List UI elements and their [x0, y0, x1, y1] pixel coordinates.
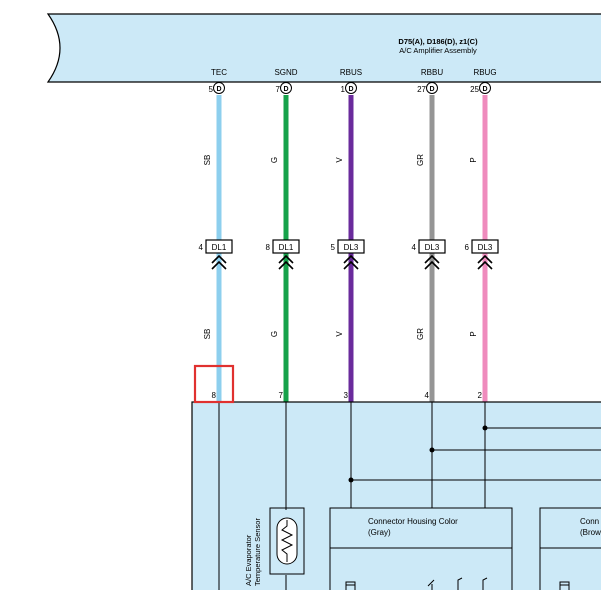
connector-housing-brown: [539, 507, 601, 590]
amplifier-assembly-body: [46, 13, 601, 83]
bottom-pin-rbbu: 4: [425, 391, 430, 400]
color-code-lower-rbbu: GR: [416, 328, 425, 340]
bottom-pin-rbus: 3: [344, 391, 349, 400]
junction-pin-sgnd: 8: [266, 243, 271, 252]
junction-name-sgnd: DL1: [279, 243, 294, 252]
chevron-icon-sgnd: [278, 254, 294, 270]
color-code-lower-rbug: P: [469, 331, 478, 336]
pin-number-sgnd: 7: [276, 85, 281, 94]
color-code-upper-sgnd: G: [270, 157, 279, 163]
junction-name-rbbu: DL3: [425, 243, 440, 252]
thermistor-icon: [269, 507, 305, 575]
junction-pin-rbus: 5: [331, 243, 336, 252]
housing-gray-label: Connector Housing Color: [368, 517, 458, 526]
connector-letter-tec: D: [216, 86, 221, 93]
junction-pin-rbbu: 4: [412, 243, 417, 252]
junction-box-rbbu: [418, 239, 446, 254]
color-code-lower-rbus: V: [335, 331, 344, 337]
junction-name-rbug: DL3: [478, 243, 493, 252]
color-code-upper-rbus: V: [335, 157, 344, 163]
bottom-pin-rbug: 2: [478, 391, 483, 400]
chevron-icon-rbus: [343, 254, 359, 270]
connector-letter-rbug: D: [482, 86, 487, 93]
junction-name-tec: DL1: [212, 243, 227, 252]
terminal-label-sgnd: SGND: [274, 68, 297, 77]
terminal-label-tec: TEC: [211, 68, 227, 77]
connector-housing-gray: [329, 507, 513, 590]
connector-circle-sgnd: [280, 82, 292, 94]
connector-circle-rbus: [345, 82, 357, 94]
junction-box-rbug: [471, 239, 499, 254]
pin-number-rbug: 25: [470, 85, 479, 94]
connector-circle-rbbu: [426, 82, 438, 94]
junction-pin-tec: 4: [199, 243, 204, 252]
housing-gray-color: (Gray): [368, 528, 391, 537]
junction-box-sgnd: [272, 239, 300, 254]
color-code-lower-sgnd: G: [270, 331, 279, 337]
sensor-label-line2: Temperature Sensor: [253, 518, 262, 586]
color-code-lower-tec: SB: [203, 329, 212, 340]
connector-letter-rbus: D: [348, 86, 353, 93]
bottom-pin-tec: 8: [212, 391, 217, 400]
junction-dots: [348, 425, 488, 483]
pin-number-rbbu: 27: [417, 85, 426, 94]
chevron-icon-tec: [211, 254, 227, 270]
junction-box-rbus: [337, 239, 365, 254]
connector-letter-rbbu: D: [429, 86, 434, 93]
chevron-icon-rbug: [477, 254, 493, 270]
amplifier-name: A/C Amplifier Assembly: [399, 46, 477, 55]
color-code-upper-rbug: P: [469, 157, 478, 162]
housing-brown-label: Conn: [580, 517, 599, 526]
color-code-upper-tec: SB: [203, 155, 212, 166]
internal-circuit: [218, 402, 601, 590]
terminal-label-rbug: RBUG: [473, 68, 496, 77]
connector-circle-tec: [213, 82, 225, 94]
terminal-label-rbus: RBUS: [340, 68, 362, 77]
terminal-label-rbbu: RBBU: [421, 68, 443, 77]
highlight-box: [193, 364, 235, 404]
pin-number-rbus: 1: [341, 85, 346, 94]
junction-pin-rbug: 6: [465, 243, 470, 252]
junction-name-rbus: DL3: [344, 243, 359, 252]
junction-box-tec: [205, 239, 233, 254]
amplifier-connector-ids: D75(A), D186(D), z1(C): [398, 37, 478, 46]
connector-letter-sgnd: D: [283, 86, 288, 93]
sensor-label-line1: A/C Evaporator: [244, 534, 253, 586]
chevron-icon-rbbu: [424, 254, 440, 270]
color-code-upper-rbbu: GR: [416, 154, 425, 166]
housing-brown-color: (Brow: [580, 528, 601, 537]
bottom-pin-sgnd: 7: [279, 391, 284, 400]
connector-symbols: [345, 577, 570, 590]
pin-number-tec: 5: [209, 85, 214, 94]
connector-circle-rbug: [479, 82, 491, 94]
